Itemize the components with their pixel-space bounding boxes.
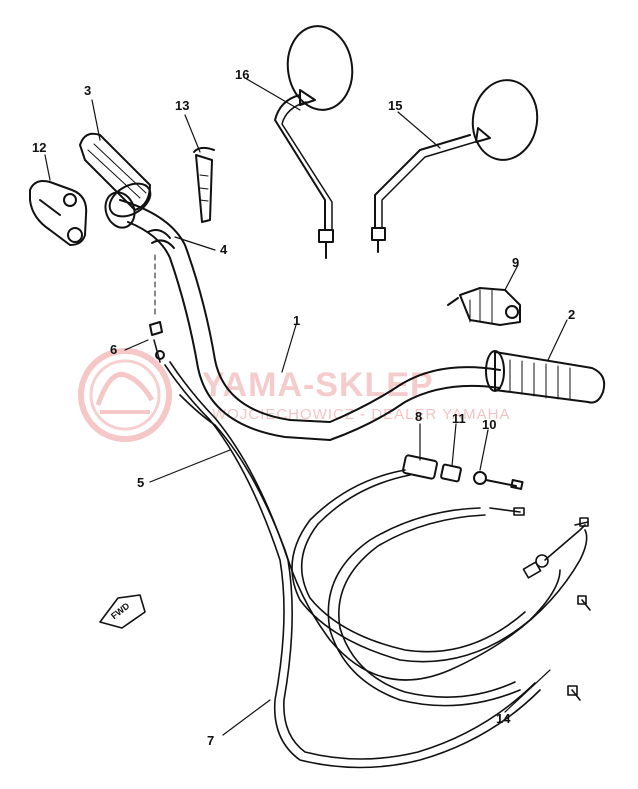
callout-1: 1 [293,313,301,328]
callout-14: 14 [496,711,511,726]
mirror-left [274,25,354,259]
callout-13: 13 [175,98,190,113]
callout-3: 3 [84,83,92,98]
forward-arrow [99,594,146,629]
throttle-housing [447,287,521,326]
callout-15: 15 [388,98,403,113]
callout-9: 9 [512,255,520,270]
leader-lines [44,77,568,736]
grip-left [79,132,175,249]
watermark-title: YAMA-SKLEP [202,366,434,404]
callout-8: 8 [415,409,423,424]
cables [164,361,591,769]
mirror-right [371,79,539,253]
lever-holder [29,180,88,246]
cable-clamp [193,146,215,223]
callout-5: 5 [137,475,145,490]
callout-10: 10 [482,417,497,432]
callout-6: 6 [110,342,118,357]
callout-12: 12 [32,140,47,155]
callout-4: 4 [220,242,228,257]
callout-7: 7 [207,733,215,748]
callout-2: 2 [568,307,576,322]
handlebar [119,199,501,441]
bolt [149,254,165,363]
callout-11: 11 [452,411,466,426]
grip-right [485,350,606,404]
adjuster-assembly [402,454,524,490]
callout-16: 16 [235,67,250,82]
